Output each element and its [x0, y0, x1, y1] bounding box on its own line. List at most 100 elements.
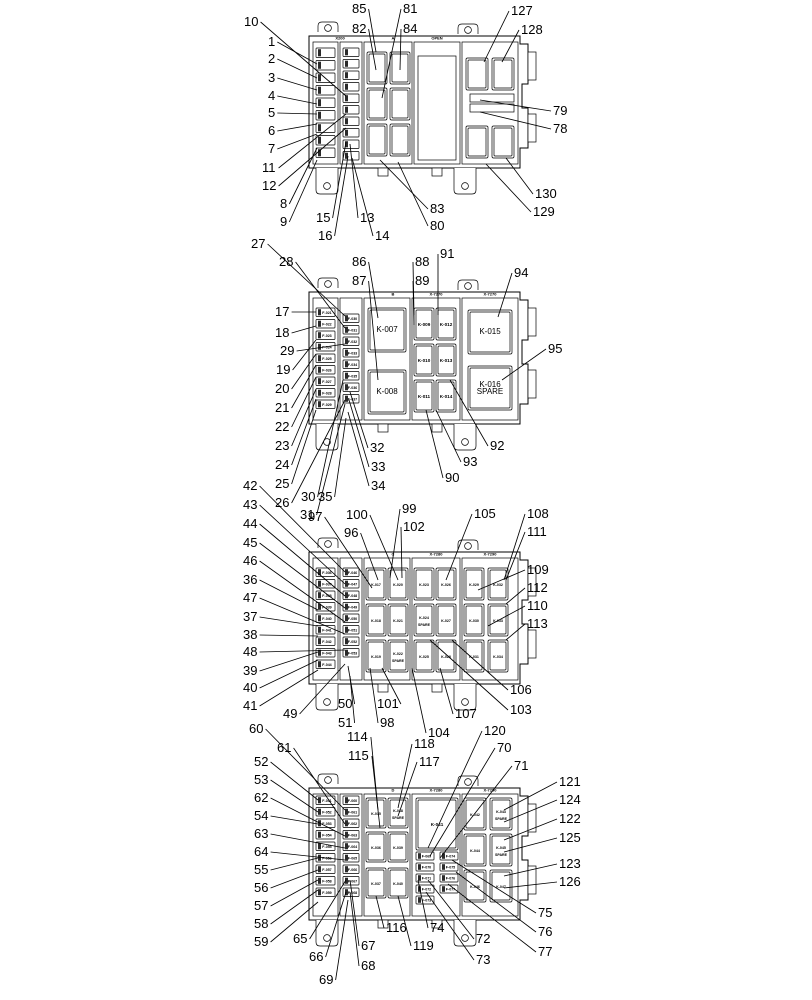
callout-69: 69: [319, 899, 349, 987]
fuse-blade: [418, 875, 421, 881]
callout-3: 3: [268, 70, 318, 91]
leader-line: [270, 779, 319, 813]
leader-line: [399, 28, 402, 71]
callout-64: 64: [254, 844, 346, 861]
right-fuse: [342, 82, 360, 92]
right-fuse: [342, 128, 360, 138]
relay-spare-label: SPARE: [495, 853, 508, 857]
fuse-label: F-058: [322, 879, 331, 883]
relay-inner: [437, 569, 455, 599]
right-fuse: F-036: [342, 382, 360, 392]
leader-line: [447, 883, 537, 953]
callout-number: 32: [370, 440, 384, 455]
left-fuse: F-026: [315, 365, 336, 375]
callout-76: 76: [455, 871, 552, 939]
fuse-blade: [345, 626, 348, 633]
fuse-label: F-050: [348, 617, 357, 621]
callout-30: 30: [301, 379, 344, 504]
leader-line: [400, 526, 403, 579]
callout-95: 95: [501, 341, 562, 381]
callout-number: 16: [318, 228, 332, 243]
fuse-label: F-023: [322, 334, 331, 338]
fuse-blade: [418, 897, 421, 903]
callout-number: 55: [254, 862, 268, 877]
leader-line: [270, 857, 319, 871]
fuse-blade: [345, 349, 348, 356]
fuse-blade: [318, 49, 321, 57]
callout-37: 37: [243, 609, 319, 627]
relay: K-011: [413, 379, 435, 413]
fuse-blade: [318, 320, 321, 327]
leader-line: [368, 8, 377, 53]
leader-line: [259, 485, 346, 573]
callout-number: 44: [243, 516, 257, 531]
callout-86: 86: [352, 254, 379, 319]
relay-inner: [415, 381, 433, 411]
leader-line: [427, 730, 483, 849]
right-fuse: F-051: [342, 625, 360, 635]
connector-header: X-7270: [484, 292, 498, 297]
leader-line: [270, 797, 346, 837]
callout-number: 76: [538, 924, 552, 939]
callout-number: 92: [490, 438, 504, 453]
callout-29: 29: [280, 343, 346, 358]
callout-number: 84: [403, 21, 417, 36]
small-relay-slot: [469, 103, 515, 113]
fuse-blade: [345, 315, 348, 322]
fuse-blade: [442, 875, 445, 881]
leader-line: [270, 761, 319, 801]
leader-line: [259, 523, 346, 597]
callout-51: 51: [338, 675, 356, 730]
callout-number: 23: [275, 438, 289, 453]
callout-39: 39: [243, 651, 319, 678]
inner-left-fuse: F-070: [415, 862, 435, 872]
relay: K-034: [487, 639, 509, 673]
callout-91: 91: [437, 246, 454, 315]
leader-line: [427, 879, 475, 940]
left-fuse: F-023: [315, 330, 336, 340]
relay-label: K-021: [393, 619, 403, 623]
leader-line: [485, 163, 532, 213]
callout-105: 105: [445, 506, 496, 581]
callout-number: 41: [243, 698, 257, 713]
relay-large: K-007: [367, 307, 407, 353]
relay-label: K-038: [393, 809, 403, 813]
callout-62: 62: [254, 790, 346, 837]
callout-number: 20: [275, 381, 289, 396]
callout-number: 59: [254, 934, 268, 949]
callout-number: 45: [243, 535, 257, 550]
leader-line: [259, 634, 319, 637]
leader-line: [425, 409, 444, 479]
fuse-label: F-039: [322, 605, 331, 609]
leader-line: [381, 667, 402, 705]
callout-33: 33: [348, 399, 385, 474]
fuse-blade: [345, 889, 348, 896]
fuse-blade: [345, 615, 348, 622]
callout-number: 10: [244, 14, 258, 29]
fuse-blade: [318, 649, 321, 656]
relay: [366, 87, 388, 121]
fuse-blade: [318, 124, 321, 132]
leader-line: [369, 514, 399, 581]
callout-58: 58: [254, 889, 319, 931]
callout-number: 119: [413, 938, 434, 953]
leader-line: [277, 123, 318, 132]
clip: [377, 683, 389, 693]
fuse-blade: [345, 649, 348, 656]
fuse-label: F-031: [348, 328, 357, 332]
callout-94: 94: [497, 265, 528, 318]
callout-67: 67: [349, 879, 375, 953]
fuse-blade: [318, 854, 321, 861]
fuse-blade: [345, 60, 348, 67]
callout-28: 28: [279, 254, 346, 329]
leader-line: [439, 765, 513, 859]
right-fuse: F-049: [342, 602, 360, 612]
callout-118: 118: [397, 736, 435, 809]
callout-93: 93: [435, 409, 477, 469]
fuse-blade: [345, 338, 348, 345]
relay-label: K-012: [440, 322, 453, 327]
relay-inner: [391, 89, 409, 119]
callout-number: 58: [254, 916, 268, 931]
